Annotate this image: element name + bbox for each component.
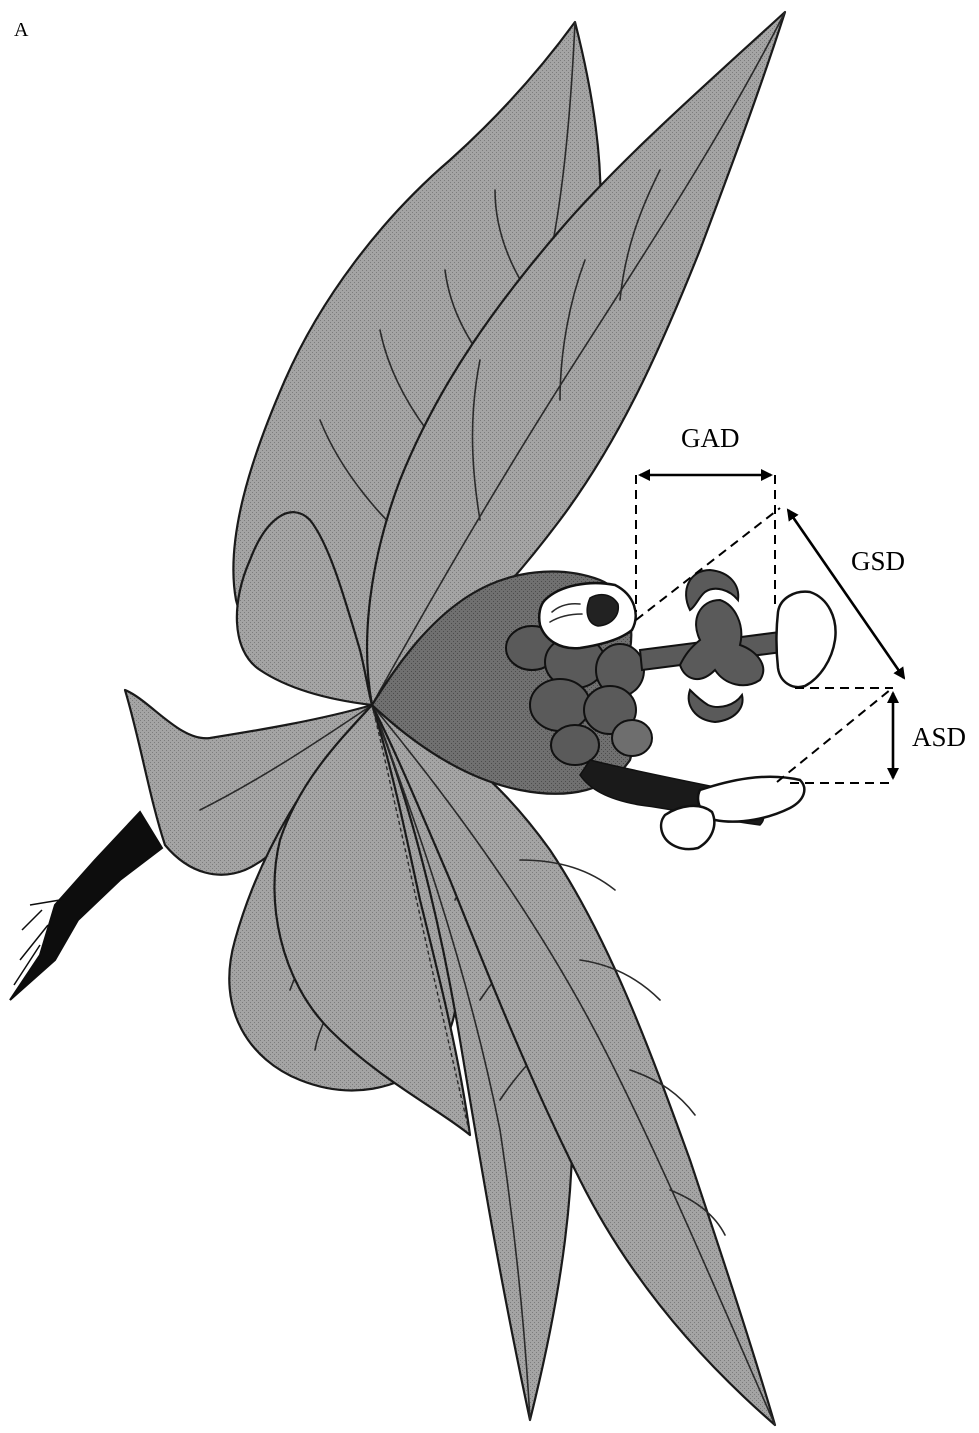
gsd-label: GSD bbox=[851, 546, 905, 576]
bud-7 bbox=[551, 725, 599, 765]
stigma bbox=[777, 592, 836, 687]
panel-label: A bbox=[14, 19, 29, 41]
gad-label: GAD bbox=[681, 423, 740, 453]
stamen-hook-bottom bbox=[689, 690, 743, 722]
anther-2 bbox=[661, 806, 714, 849]
asd-diagonal-guide bbox=[777, 690, 890, 782]
asd-label: ASD bbox=[912, 722, 966, 752]
bud-4 bbox=[530, 679, 590, 731]
bud-6 bbox=[612, 720, 652, 756]
stem bbox=[10, 812, 162, 1000]
